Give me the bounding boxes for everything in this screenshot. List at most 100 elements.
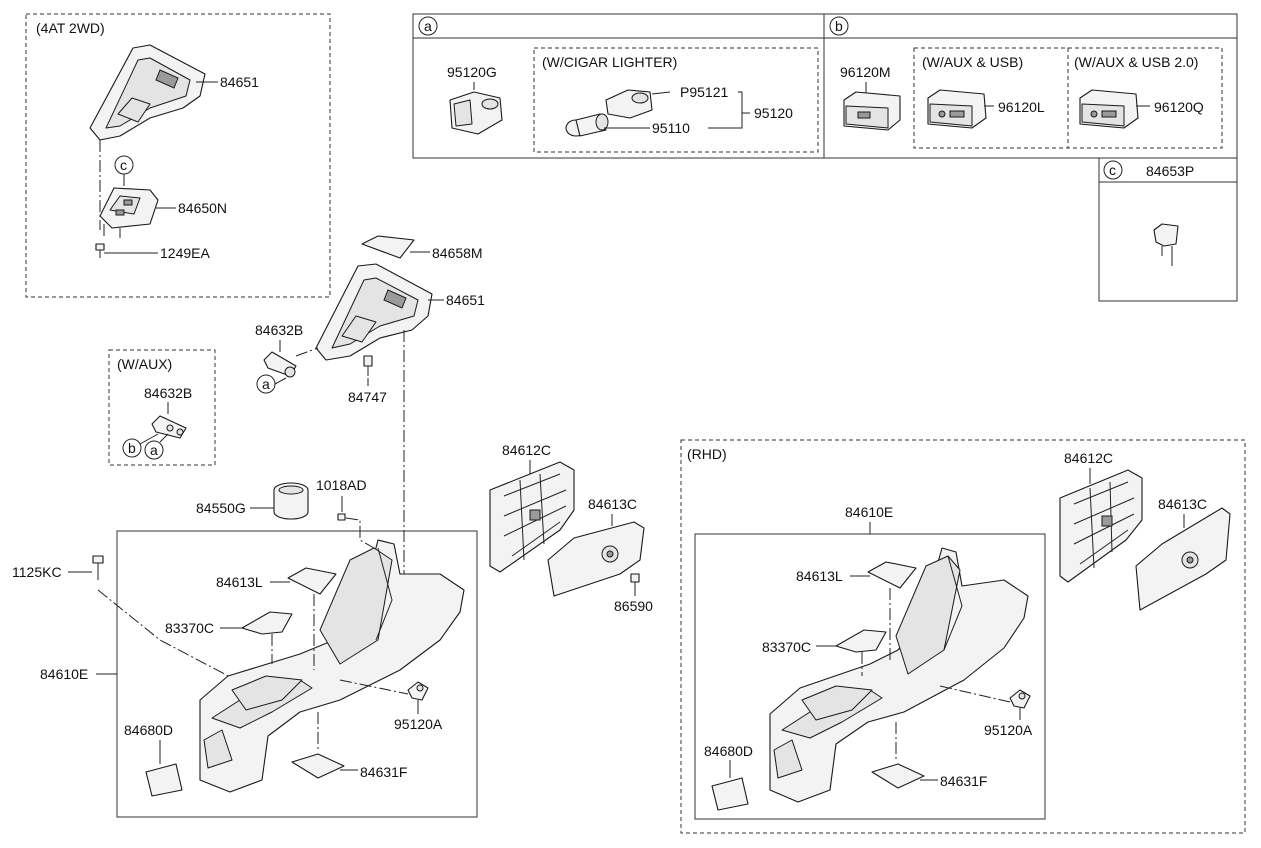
group-c: c 84653P	[1098, 157, 1238, 302]
side-panels-mid: 84612C 84613C 86590	[489, 442, 653, 614]
label-84632B-aux[interactable]: 84632B	[144, 385, 192, 401]
group-console-rhd-border	[694, 533, 1046, 820]
label-84651-top[interactable]: 84651	[220, 74, 259, 90]
group-console-lhd: 84613L 83370C 84610E 84680D 95120A 84631…	[40, 530, 478, 818]
label-84613C-rhd[interactable]: 84613C	[1158, 496, 1207, 512]
screw-86590-part	[630, 573, 640, 583]
label-84658M[interactable]: 84658M	[432, 245, 483, 261]
side-panel-84612C-mid-part	[489, 461, 575, 573]
label-84747[interactable]: 84747	[348, 389, 387, 405]
box-c-border	[1098, 157, 1238, 302]
upper-panel-group: 84658M 84651 84632B a 84747	[255, 235, 485, 580]
shift-panel-main-part	[315, 263, 433, 361]
label-95110[interactable]: 95110	[652, 120, 690, 136]
callout-b-aux-label: b	[128, 440, 136, 456]
pad-84613L-part	[287, 567, 337, 595]
box-a-border	[412, 13, 825, 159]
callout-a-header	[418, 16, 438, 36]
clip-84653P-part	[1153, 223, 1179, 266]
label-83370C[interactable]: 83370C	[165, 620, 214, 636]
label-96120M[interactable]: 96120M	[840, 64, 891, 80]
label-84613L-rhd[interactable]: 84613L	[796, 568, 843, 584]
callout-a-upper-label: a	[262, 376, 270, 392]
label-84650N[interactable]: 84650N	[178, 200, 227, 216]
label-95120[interactable]: 95120	[754, 105, 793, 121]
label-95120G[interactable]: 95120G	[447, 64, 497, 80]
side-panel-84613C-mid-part	[547, 521, 645, 597]
label-84632B[interactable]: 84632B	[255, 322, 303, 338]
group-4at-2wd-label: (4AT 2WD)	[36, 20, 105, 36]
lighter-plug-part	[565, 113, 609, 137]
shift-panel-part	[89, 44, 206, 141]
label-84613C-mid[interactable]: 84613C	[588, 496, 637, 512]
label-84612C-mid[interactable]: 84612C	[502, 442, 551, 458]
cover-83370C-part	[241, 611, 293, 635]
label-95120A-lhd[interactable]: 95120A	[394, 716, 443, 732]
callout-a-aux-label: a	[150, 442, 158, 458]
pad-84658M-part	[361, 235, 415, 259]
label-86590[interactable]: 86590	[614, 598, 653, 614]
callout-b-header-label: b	[835, 18, 843, 34]
label-96120Q[interactable]: 96120Q	[1154, 99, 1204, 115]
side-panel-84613C-rhd-part	[1135, 507, 1231, 611]
label-83370C-rhd[interactable]: 83370C	[762, 639, 811, 655]
socket-95120A-rhd-part	[1009, 689, 1031, 709]
label-96120L[interactable]: 96120L	[998, 99, 1045, 115]
callout-a-aux	[144, 440, 164, 460]
callout-b-aux	[122, 438, 142, 458]
console-body-rhd	[769, 547, 1029, 803]
aux-jack-part	[151, 415, 187, 439]
group-w-aux-border	[108, 349, 216, 466]
console-body-lhd	[199, 539, 465, 793]
callout-c-header	[1103, 160, 1123, 180]
group-rhd-label: (RHD)	[687, 446, 727, 462]
label-84610E-rhd[interactable]: 84610E	[845, 504, 893, 520]
label-95120A-rhd[interactable]: 95120A	[984, 722, 1033, 738]
cup-84550G-part	[273, 482, 309, 520]
callout-c-4at-label: c	[120, 157, 127, 173]
group-aux-usb2-border	[1067, 47, 1223, 149]
label-P95121[interactable]: P95121	[680, 84, 728, 100]
side-panel-84612C-rhd-part	[1059, 469, 1143, 583]
group-4at-2wd: (4AT 2WD) 84651 c 84650N	[25, 13, 331, 298]
lighter-socket-part	[605, 89, 671, 119]
group-4at-2wd-border	[25, 13, 331, 298]
socket-95120A-part	[407, 681, 429, 701]
group-rhd-border	[680, 439, 1246, 834]
aux-unit-96120L-part	[927, 89, 987, 129]
aux-cover-part	[263, 351, 297, 378]
aux-unit-96120Q-part	[1079, 89, 1139, 129]
label-84653P[interactable]: 84653P	[1146, 163, 1194, 179]
pad-84613L-rhd-part	[867, 561, 917, 589]
label-84612C-rhd[interactable]: 84612C	[1064, 450, 1113, 466]
label-84651-main[interactable]: 84651	[446, 292, 485, 308]
label-84550G[interactable]: 84550G	[196, 500, 246, 516]
label-84613L[interactable]: 84613L	[216, 574, 263, 590]
label-84631F-lhd[interactable]: 84631F	[360, 764, 407, 780]
group-aux-usb2-label: (W/AUX & USB 2.0)	[1074, 54, 1198, 70]
group-w-aux-label: (W/AUX)	[117, 356, 172, 372]
label-84680D-lhd[interactable]: 84680D	[124, 722, 173, 738]
aux-unit-96120M-part	[843, 91, 901, 131]
callout-a-header-label: a	[424, 18, 432, 34]
label-84631F-rhd[interactable]: 84631F	[940, 773, 987, 789]
box-b-border	[823, 13, 1238, 159]
group-aux-usb-label: (W/AUX & USB)	[922, 54, 1023, 70]
label-1249EA[interactable]: 1249EA	[160, 245, 210, 261]
bolt-1249EA-part	[95, 243, 105, 258]
socket-95120G-part	[449, 91, 503, 135]
mat-84631F-rhd-part	[871, 763, 925, 789]
label-84680D-rhd[interactable]: 84680D	[704, 743, 753, 759]
screw-1125KC-part	[92, 555, 104, 580]
label-84610E-lhd[interactable]: 84610E	[40, 666, 88, 682]
shift-bracket-part	[99, 187, 159, 238]
label-1125KC[interactable]: 1125KC	[12, 564, 62, 580]
lid-84680D-part	[145, 763, 183, 797]
lid-84680D-rhd-part	[711, 777, 749, 811]
group-cigar-label: (W/CIGAR LIGHTER)	[542, 54, 677, 70]
group-cigar-border	[533, 47, 819, 153]
callout-b-header	[829, 16, 849, 36]
label-1018AD[interactable]: 1018AD	[316, 477, 367, 493]
screw-1018AD-part	[337, 513, 346, 521]
